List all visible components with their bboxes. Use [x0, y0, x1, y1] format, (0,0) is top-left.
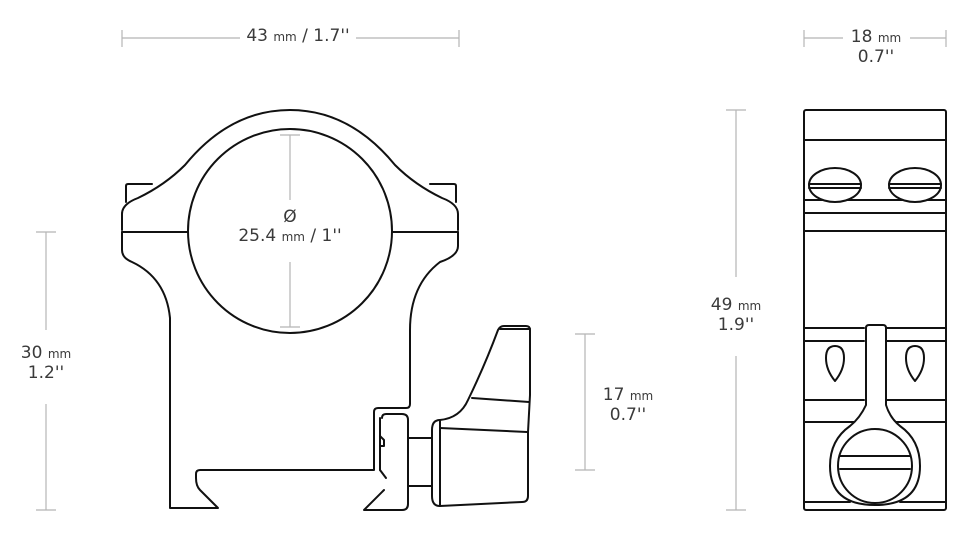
- diameter-symbol: Ø: [283, 207, 297, 227]
- lever-ring-icon: [829, 324, 921, 506]
- diameter-dimension-label: Ø 25.4 mm / 1'': [225, 208, 355, 247]
- total-height-imperial: 1.9'': [717, 315, 755, 335]
- total-height-dimension-label: 49 mm 1.9'': [700, 296, 772, 335]
- dimension-height-base-line: [36, 231, 56, 511]
- diameter-imperial: 1'': [321, 226, 342, 246]
- diameter-value: 25.4: [238, 226, 277, 246]
- width-value: 43: [246, 26, 268, 46]
- total-height-value: 49: [710, 295, 733, 315]
- lever-height-dimension-label: 17 mm 0.7'': [594, 386, 662, 425]
- lever-height-unit: mm: [629, 389, 654, 403]
- dimension-lever-height-line: [575, 333, 595, 471]
- ring-width-imperial: 0.7'': [857, 47, 895, 67]
- lever-height-value: 17: [602, 385, 625, 405]
- ring-width-unit: mm: [877, 31, 902, 45]
- height-base-dimension-label: 30 mm 1.2'': [10, 344, 82, 383]
- side-view: [803, 109, 947, 511]
- height-base-imperial: 1.2'': [27, 363, 65, 383]
- height-base-unit: mm: [47, 347, 72, 361]
- width-imperial: 1.7'': [313, 26, 350, 46]
- recess-right-icon: [905, 345, 925, 382]
- front-view: [121, 109, 531, 511]
- dimension-diameter-line: [280, 134, 300, 328]
- ring-width-dimension-label: 18 mm 0.7'': [836, 28, 916, 67]
- width-unit: mm: [273, 30, 297, 44]
- dimension-ring-width-line: [803, 30, 947, 47]
- screw-right-icon: [888, 167, 942, 203]
- height-base-value: 30: [20, 343, 43, 363]
- screw-left-icon: [808, 167, 862, 203]
- dimension-total-height-line: [726, 109, 746, 511]
- total-height-unit: mm: [737, 299, 762, 313]
- diameter-unit: mm: [281, 230, 305, 244]
- recess-left-icon: [825, 345, 845, 382]
- ring-width-value: 18: [850, 27, 873, 47]
- width-sep: /: [296, 26, 314, 46]
- diameter-sep: /: [304, 226, 322, 246]
- lever-height-imperial: 0.7'': [609, 405, 647, 425]
- width-dimension-label: 43 mm / 1.7'': [238, 27, 358, 47]
- dimension-width-line: [121, 30, 460, 47]
